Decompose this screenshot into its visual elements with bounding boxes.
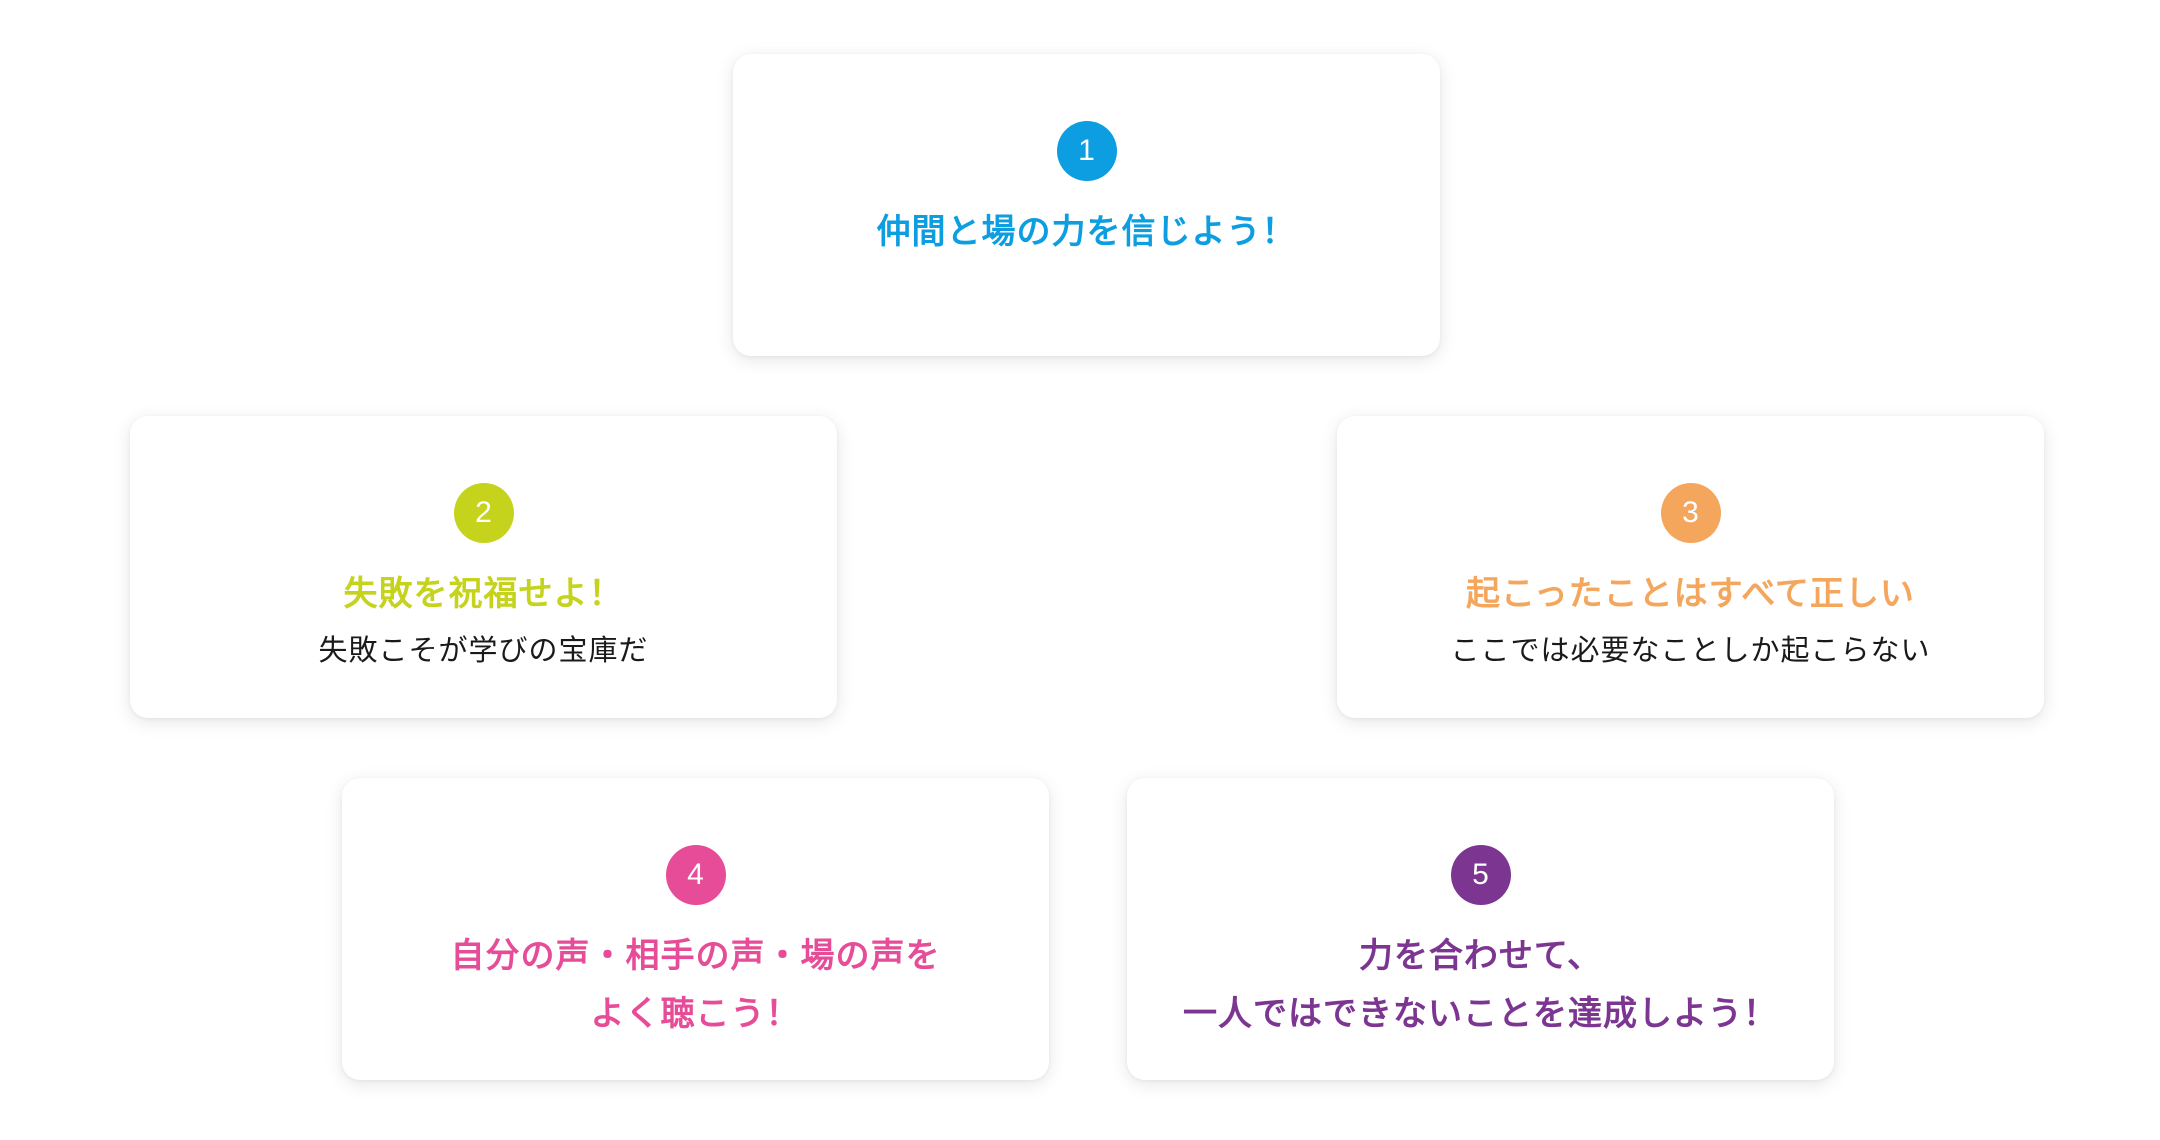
principle-title: 自分の声・相手の声・場の声を よく聴こう！	[451, 927, 941, 1043]
principle-title: 力を合わせて、 一人ではできないことを達成しよう！	[1183, 927, 1778, 1043]
principle-subtitle: ここでは必要なことしか起こらない	[1450, 633, 1931, 667]
principle-card-3: 3 起こったことはすべて正しい ここでは必要なことしか起こらない	[1337, 416, 2044, 718]
title-line: 失敗を祝福せよ！	[343, 574, 624, 614]
number-badge: 3	[1660, 483, 1721, 543]
principle-subtitle: 失敗こそが学びの宝庫だ	[318, 633, 649, 667]
number-badge: 4	[665, 845, 726, 905]
title-line: よく聴こう！	[590, 994, 801, 1034]
number-badge: 2	[453, 483, 514, 543]
title-line: 仲間と場の力を信じよう！	[876, 212, 1297, 252]
principle-card-2: 2 失敗を祝福せよ！ 失敗こそが学びの宝庫だ	[130, 416, 837, 718]
title-line: 起こったことはすべて正しい	[1466, 574, 1915, 614]
title-line: 一人ではできないことを達成しよう！	[1183, 994, 1778, 1034]
number-badge: 1	[1056, 121, 1117, 181]
principle-card-4: 4 自分の声・相手の声・場の声を よく聴こう！	[342, 778, 1049, 1080]
principle-title: 失敗を祝福せよ！	[344, 565, 624, 623]
number-badge: 5	[1450, 845, 1511, 905]
principle-card-5: 5 力を合わせて、 一人ではできないことを達成しよう！	[1127, 778, 1834, 1080]
title-line: 力を合わせて、	[1358, 936, 1603, 976]
principle-title: 起こったことはすべて正しい	[1466, 565, 1915, 623]
principle-card-1: 1 仲間と場の力を信じよう！	[733, 54, 1440, 356]
title-line: 自分の声・相手の声・場の声を	[450, 936, 941, 976]
principle-title: 仲間と場の力を信じよう！	[877, 203, 1297, 261]
